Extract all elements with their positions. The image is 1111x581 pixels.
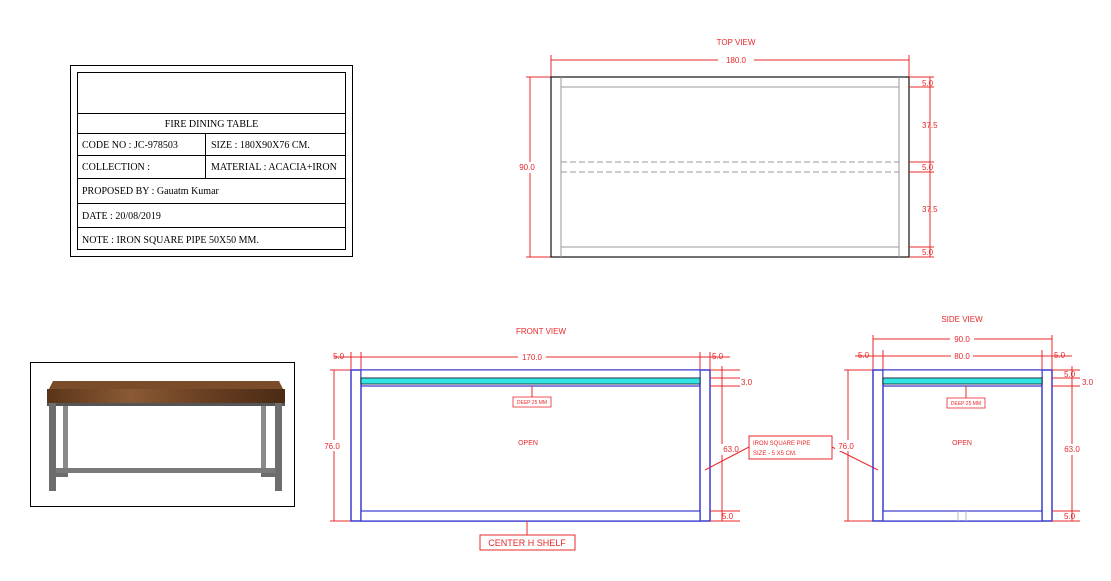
top-view-outline — [550, 76, 910, 258]
front-view: FRONT VIEW 5.0 170.0 5.0 76.0 DEEP 25 MM… — [321, 327, 753, 551]
spec-row-note: NOTE : IRON SQUARE PIPE 50X50 MM. — [78, 227, 345, 252]
table-illustration — [47, 381, 285, 491]
top-right-dim-3: 5.0 — [922, 163, 934, 172]
side-top-board — [882, 377, 1043, 385]
side-inner-label-bg — [951, 350, 973, 361]
spec-code: CODE NO : JC-978503 — [78, 134, 206, 156]
front-top-board — [360, 377, 701, 385]
spec-size: SIZE : 180X90X76 CM. — [211, 139, 310, 151]
spec-proposed: PROPOSED BY : Gauatm Kumar — [82, 186, 219, 197]
front-height-dim: 76.0 — [324, 442, 340, 451]
leg-back-right — [261, 406, 266, 476]
side-width-dim: 90.0 — [954, 335, 970, 344]
product-photo — [30, 362, 295, 507]
spec-row-date: DATE : 20/08/2019 — [78, 203, 345, 228]
front-deep-note: DEEP 25 MM — [517, 400, 547, 406]
leg-back-left — [63, 406, 68, 476]
spec-row-collection: COLLECTION : MATERIAL : ACACIA+IRON — [78, 155, 345, 179]
front-inner-length-bg — [518, 351, 546, 362]
spec-row-title: FIRE DINING TABLE — [78, 113, 345, 134]
top-width-label: 90.0 — [519, 163, 535, 172]
side-right-post-dim: 5.0 — [1054, 351, 1066, 360]
side-inner-height-dim: 63.0 — [1064, 445, 1080, 454]
tabletop-edge — [47, 389, 285, 403]
spec-title: FIRE DINING TABLE — [164, 118, 259, 130]
top-right-dim-4: 37.5 — [922, 205, 938, 214]
side-deep-box — [946, 397, 986, 409]
front-inner-height-bg — [720, 444, 742, 455]
foot-bar-left — [49, 473, 68, 477]
front-view-title: FRONT VIEW — [516, 327, 567, 336]
front-height-label-bg — [321, 440, 343, 451]
front-deep-box — [512, 396, 552, 408]
side-apron-top — [882, 369, 1043, 379]
side-left-post-dim: 5.0 — [858, 351, 870, 360]
front-open-label: OPEN — [518, 440, 538, 447]
pipe-callout-leader-left — [704, 446, 750, 471]
side-inner-height-bg — [1061, 444, 1083, 455]
spec-table: FIRE DINING TABLE CODE NO : JC-978503 SI… — [77, 72, 346, 250]
front-top-thickness-dim: 3.0 — [741, 378, 753, 387]
side-top-thickness-a: 5.0 — [1064, 370, 1076, 379]
top-length-label: 180.0 — [726, 56, 747, 65]
side-height-dim: 76.0 — [838, 442, 854, 451]
front-left-post-dim: 5.0 — [333, 352, 345, 361]
top-view-title: TOP VIEW — [717, 38, 756, 47]
pipe-callout: IRON SQUARE PIPE SIZE - 5 X5 CM. — [704, 435, 879, 471]
spec-note: NOTE : IRON SQUARE PIPE 50X50 MM. — [82, 234, 259, 246]
top-right-dim-2: 37.5 — [922, 121, 938, 130]
pipe-callout-line2: SIZE - 5 X5 CM. — [753, 451, 797, 457]
spec-material: MATERIAL : ACACIA+IRON — [211, 162, 337, 173]
top-width-label-bg — [515, 162, 537, 173]
center-shelf-bar — [56, 468, 275, 473]
side-inner-width-dim: 80.0 — [954, 352, 970, 361]
side-view: SIDE VIEW 90.0 5.0 80.0 5.0 76.0 DEE — [835, 315, 1094, 522]
side-width-label-bg — [950, 333, 974, 344]
tabletop-surface — [49, 381, 283, 389]
top-right-dim-5: 5.0 — [922, 248, 934, 257]
pipe-callout-line1: IRON SQUARE PIPE — [753, 441, 810, 447]
side-shelf-dim: 5.0 — [1064, 512, 1076, 521]
spec-title-block: FIRE DINING TABLE CODE NO : JC-978503 SI… — [70, 65, 353, 257]
spec-collection: COLLECTION : — [78, 156, 206, 179]
front-shelf-bar — [360, 510, 701, 522]
side-shelf-bar — [882, 510, 1043, 522]
top-right-dim-1: 5.0 — [922, 79, 934, 88]
center-shelf-label: CENTER H SHELF — [488, 538, 566, 548]
side-view-title: SIDE VIEW — [941, 315, 983, 324]
side-deep-note: DEEP 25 MM — [951, 401, 981, 407]
side-open-label: OPEN — [952, 440, 972, 447]
top-view: TOP VIEW 180.0 90.0 5.0 37.5 5.0 37.5 5.… — [515, 38, 938, 258]
front-shelf-dim: 5.0 — [722, 512, 734, 521]
leg-front-left — [49, 403, 56, 491]
foot-bar-right — [261, 473, 282, 477]
frame-apron — [47, 403, 285, 406]
front-inner-length-dim: 170.0 — [522, 353, 543, 362]
spec-date: DATE : 20/08/2019 — [82, 210, 161, 222]
top-length-label-bg — [718, 54, 754, 65]
leg-front-right — [275, 403, 282, 491]
center-shelf-box — [479, 534, 576, 551]
front-inner-height-dim: 63.0 — [723, 445, 739, 454]
front-apron-top — [360, 369, 701, 379]
spec-row-code: CODE NO : JC-978503 SIZE : 180X90X76 CM. — [78, 133, 345, 156]
side-top-thickness-b: 3.0 — [1082, 378, 1094, 387]
spec-row-proposed: PROPOSED BY : Gauatm Kumar — [78, 178, 345, 204]
side-height-label-bg — [835, 440, 857, 451]
front-right-post-dim: 5.0 — [712, 352, 724, 361]
